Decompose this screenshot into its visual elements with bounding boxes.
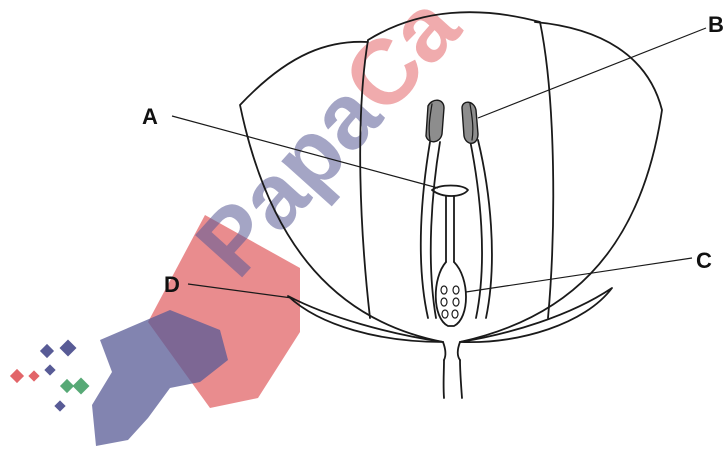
leader-line-b <box>478 28 706 118</box>
watermark-text: PapaCa <box>177 0 479 295</box>
sepal-left <box>288 296 443 342</box>
watermark: PapaCa <box>10 0 479 446</box>
label-c: C <box>696 248 712 273</box>
label-d: D <box>164 272 180 297</box>
receptacle <box>443 342 460 360</box>
stamen-left <box>421 142 440 318</box>
leader-line-c <box>466 258 692 292</box>
watermark-dots <box>10 340 90 412</box>
ovules <box>441 286 459 318</box>
anther-right <box>462 102 478 143</box>
ovary <box>436 262 466 326</box>
stigma <box>432 186 468 197</box>
label-a: A <box>142 104 158 129</box>
label-b: B <box>708 12 724 37</box>
style <box>446 196 454 262</box>
stalk <box>444 360 462 398</box>
anther-left <box>426 100 444 142</box>
